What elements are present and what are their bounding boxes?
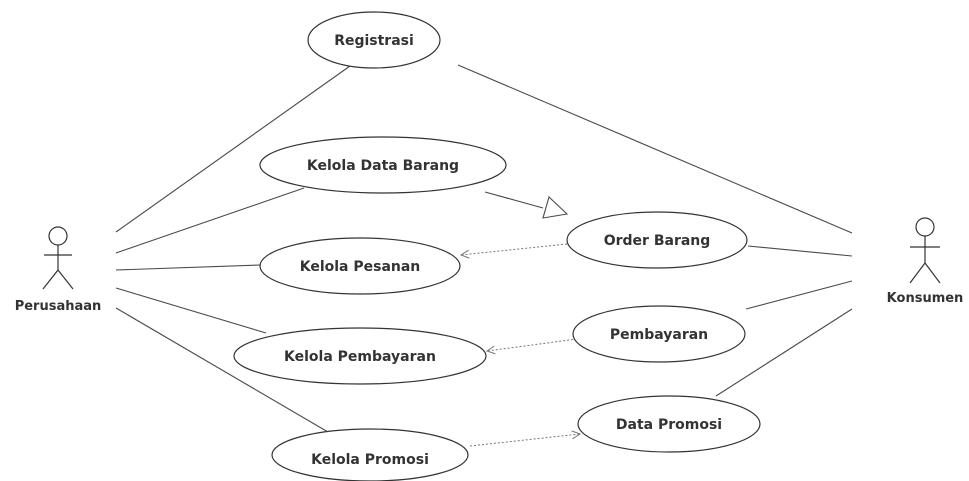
use-case-data-promosi-label: Data Promosi bbox=[616, 417, 722, 433]
assoc-konsumen-order-barang bbox=[747, 245, 853, 257]
actor-perusahaan-icon bbox=[42, 226, 74, 290]
actor-konsumen-icon bbox=[909, 217, 941, 284]
use-case-registrasi-label: Registrasi bbox=[334, 33, 414, 49]
use-case-kelola-data-barang bbox=[259, 136, 507, 194]
generalization-line bbox=[484, 191, 544, 209]
use-case-data-promosi bbox=[577, 395, 761, 453]
assoc-konsumen-registrasi bbox=[457, 64, 853, 234]
use-case-kelola-pembayaran-label: Kelola Pembayaran bbox=[284, 349, 436, 365]
use-case-pembayaran-label: Pembayaran bbox=[610, 327, 708, 343]
dependency-order-to-pesanan bbox=[461, 243, 568, 255]
use-case-registrasi bbox=[307, 11, 441, 69]
assoc-konsumen-data-promosi bbox=[715, 308, 853, 397]
use-case-kelola-pesanan bbox=[259, 237, 461, 295]
use-case-kelola-data-barang-label: Kelola Data Barang bbox=[307, 158, 459, 174]
actor-perusahaan-label: Perusahaan bbox=[15, 299, 102, 314]
assoc-perusahaan-kelola-data-barang bbox=[115, 187, 305, 254]
actor-konsumen-label: Konsumen bbox=[887, 291, 964, 306]
use-case-kelola-pesanan-label: Kelola Pesanan bbox=[300, 259, 421, 275]
use-case-kelola-promosi bbox=[271, 428, 469, 481]
use-case-kelola-pembayaran bbox=[233, 327, 487, 385]
dependency-pembayaran-to-kelola-pembayaran bbox=[487, 338, 578, 351]
assoc-perusahaan-kelola-pembayaran bbox=[115, 287, 267, 334]
generalization-arrowhead bbox=[542, 195, 569, 219]
use-case-kelola-promosi-label: Kelola Promosi bbox=[311, 452, 429, 468]
assoc-konsumen-pembayaran bbox=[745, 280, 853, 310]
use-case-order-barang bbox=[566, 211, 748, 269]
assoc-perusahaan-registrasi bbox=[115, 65, 351, 233]
use-case-pembayaran bbox=[572, 305, 746, 363]
dependency-kelola-promosi-to-data-promosi bbox=[469, 434, 580, 447]
use-case-order-barang-label: Order Barang bbox=[604, 233, 711, 249]
assoc-perusahaan-kelola-pesanan bbox=[115, 264, 261, 271]
assoc-perusahaan-kelola-promosi bbox=[115, 307, 329, 433]
